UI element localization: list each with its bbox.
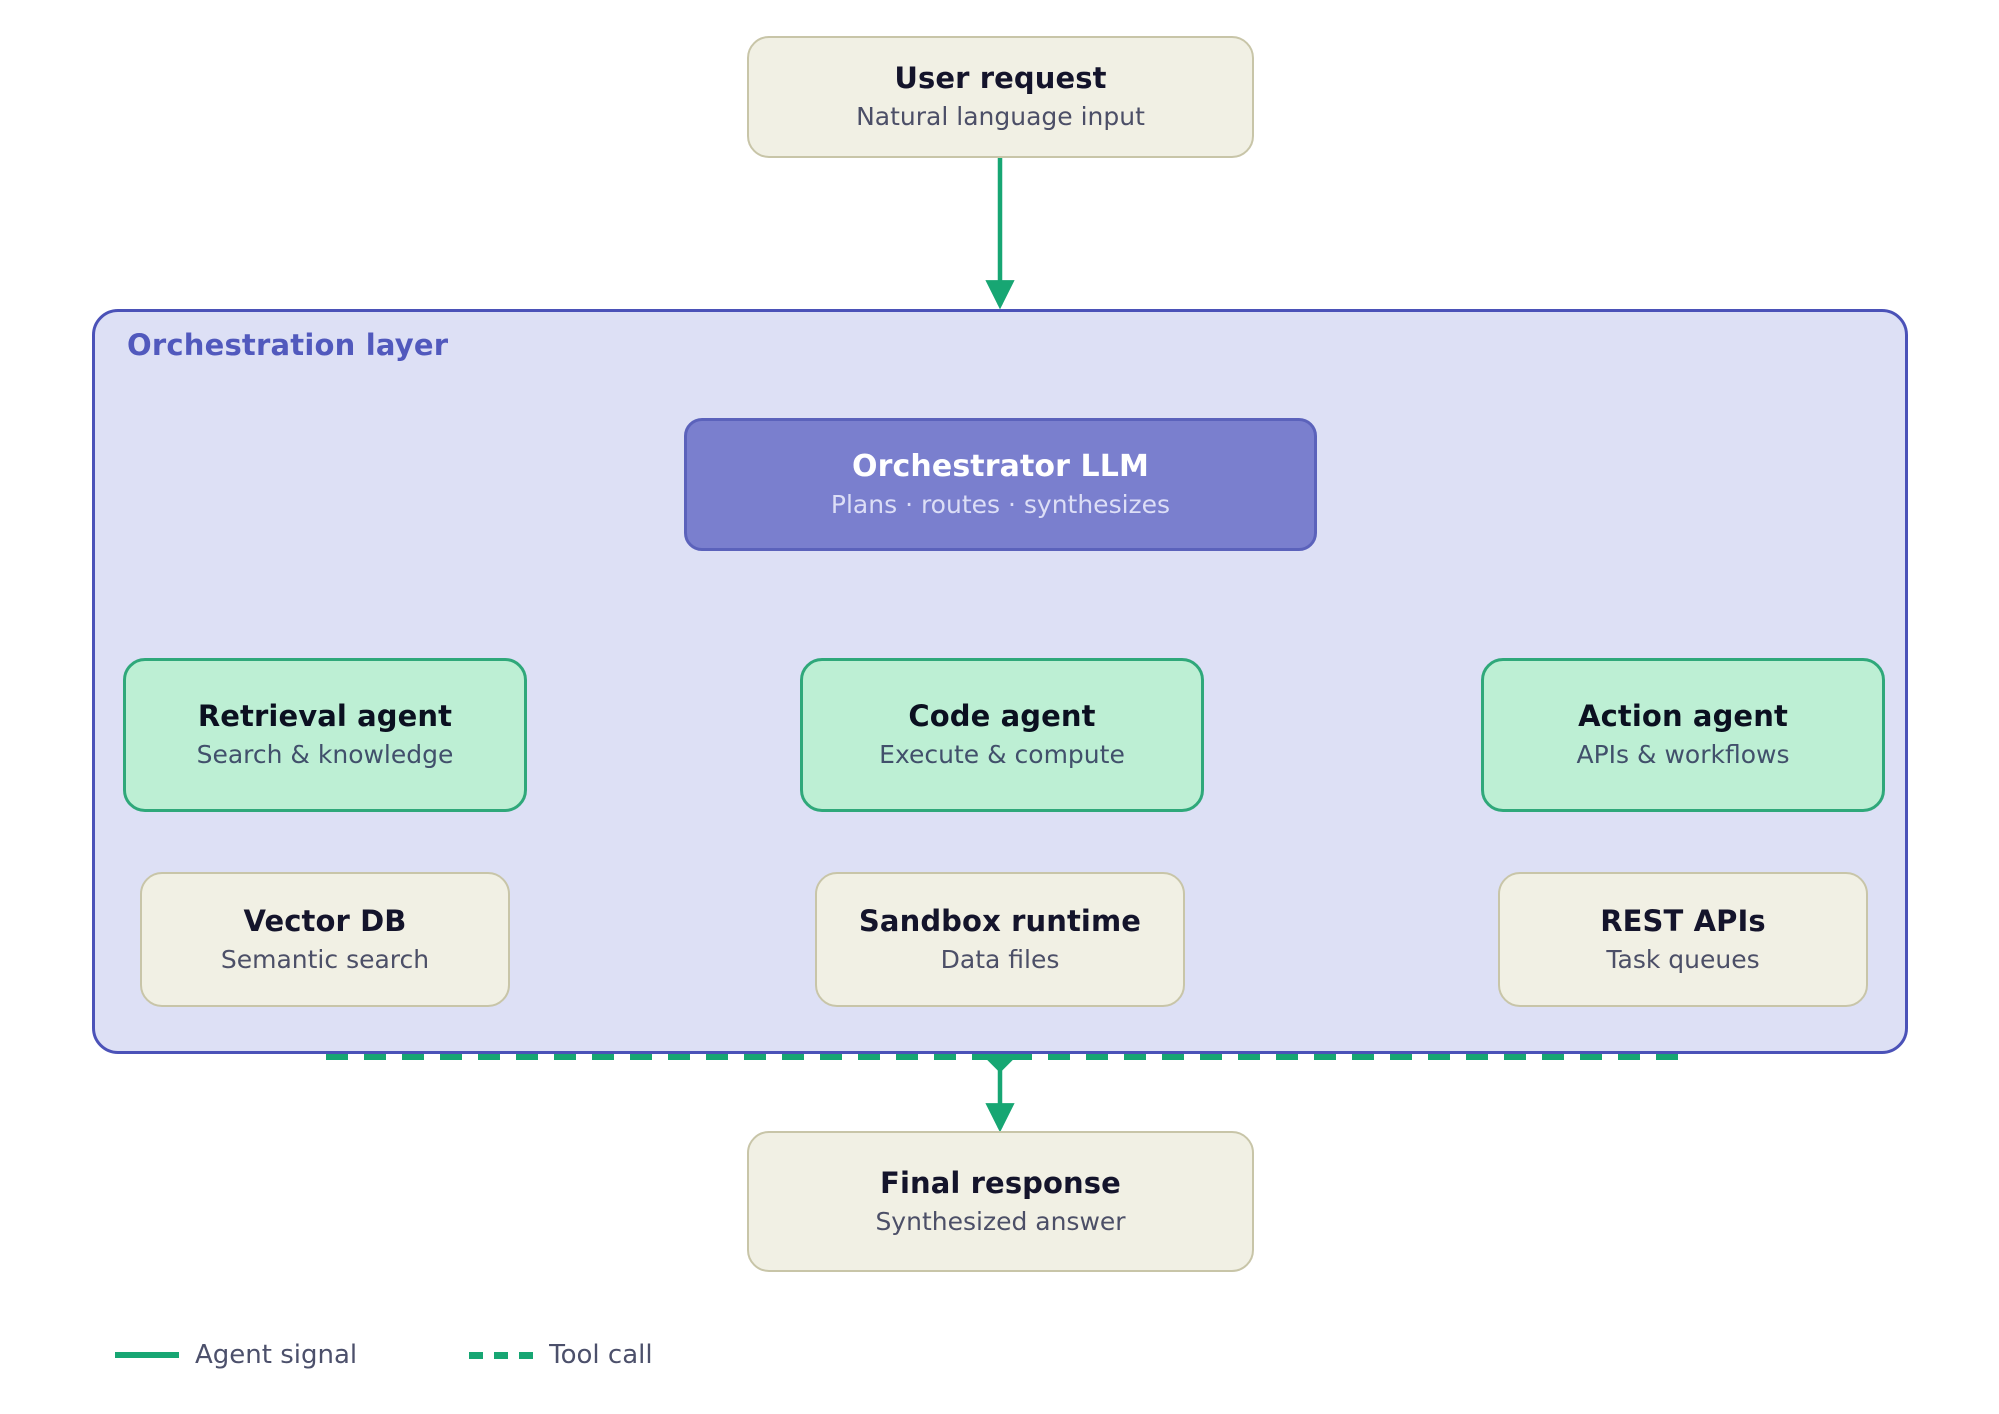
node-title: Orchestrator LLM	[852, 448, 1149, 484]
node-retrieval-agent[interactable]: Retrieval agent Search & knowledge	[123, 658, 527, 812]
node-orchestrator-llm[interactable]: Orchestrator LLM Plans · routes · synthe…	[684, 418, 1317, 551]
orchestration-layer-label: Orchestration layer	[127, 328, 449, 362]
node-title: Code agent	[908, 699, 1096, 733]
node-subtitle: Execute & compute	[879, 740, 1125, 769]
node-final-response[interactable]: Final response Synthesized answer	[747, 1131, 1254, 1272]
node-title: Retrieval agent	[197, 699, 453, 733]
legend-solid-line-icon	[115, 1352, 179, 1358]
node-subtitle: Synthesized answer	[875, 1206, 1126, 1236]
legend-label: Agent signal	[195, 1340, 358, 1370]
node-subtitle: Natural language input	[856, 102, 1145, 131]
legend-dashed-line-icon	[469, 1351, 534, 1359]
node-subtitle: Data files	[940, 944, 1060, 974]
node-action-agent[interactable]: Action agent APIs & workflows	[1481, 658, 1885, 812]
node-title: REST APIs	[1600, 903, 1766, 938]
node-user-request[interactable]: User request Natural language input	[747, 36, 1254, 158]
legend-item-agent-signal: Agent signal	[115, 1340, 357, 1370]
node-title: Final response	[880, 1165, 1121, 1200]
node-title: User request	[894, 61, 1107, 95]
node-title: Vector DB	[243, 903, 407, 938]
node-rest-apis[interactable]: REST APIs Task queues	[1498, 872, 1868, 1007]
node-sandbox-runtime[interactable]: Sandbox runtime Data files	[815, 872, 1185, 1007]
node-subtitle: Task queues	[1606, 944, 1760, 974]
legend-item-tool-call: Tool call	[469, 1340, 653, 1370]
node-subtitle: Plans · routes · synthesizes	[830, 489, 1171, 519]
legend: Agent signal Tool call	[115, 1340, 653, 1370]
node-code-agent[interactable]: Code agent Execute & compute	[800, 658, 1204, 812]
node-vector-db[interactable]: Vector DB Semantic search	[140, 872, 510, 1007]
node-subtitle: APIs & workflows	[1576, 740, 1790, 769]
node-subtitle: Semantic search	[220, 944, 430, 974]
node-title: Sandbox runtime	[858, 903, 1142, 938]
legend-label: Tool call	[549, 1340, 653, 1370]
node-title: Action agent	[1578, 699, 1788, 733]
node-subtitle: Search & knowledge	[196, 740, 454, 769]
